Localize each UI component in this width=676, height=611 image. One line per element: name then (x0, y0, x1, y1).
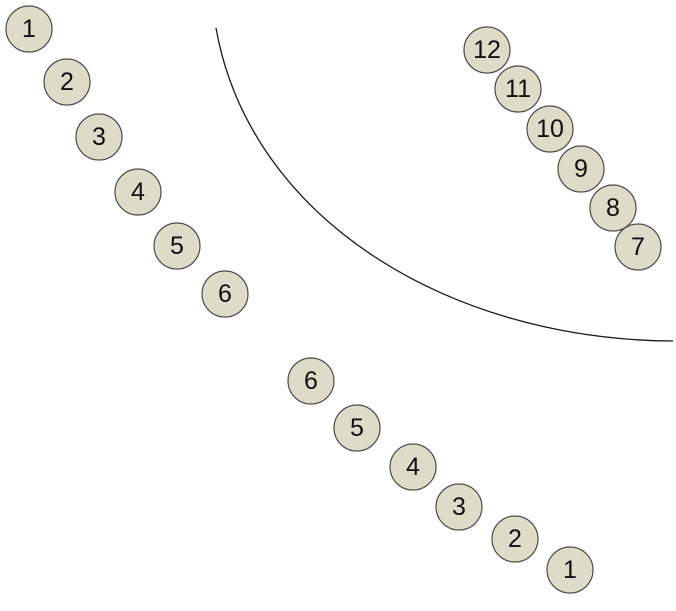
node-label: 5 (170, 232, 184, 260)
node-circle (333, 404, 381, 452)
node-circle (435, 483, 483, 531)
node: 8 (589, 184, 637, 232)
node: 3 (435, 483, 483, 531)
node: 11 (494, 65, 542, 113)
node-label: 6 (304, 367, 318, 395)
node-label: 10 (536, 115, 564, 143)
node-label: 4 (131, 178, 145, 206)
node-circle (589, 184, 637, 232)
node-circle (526, 105, 574, 153)
node-label: 9 (574, 155, 588, 183)
top-right-diagonal-group: 12 11 10 9 8 7 (463, 26, 662, 271)
node-circle (201, 270, 249, 318)
node-label: 7 (631, 233, 645, 261)
node-circle (494, 65, 542, 113)
node-label: 2 (508, 525, 522, 553)
node: 4 (389, 443, 437, 491)
node: 12 (463, 26, 511, 74)
node: 4 (114, 168, 162, 216)
node: 7 (614, 223, 662, 271)
node-circle (463, 26, 511, 74)
node-circle (75, 113, 123, 161)
node-circle (546, 546, 594, 594)
node-label: 12 (473, 36, 501, 64)
node-circle (557, 145, 605, 193)
node: 5 (333, 404, 381, 452)
node-label: 1 (22, 15, 36, 43)
node: 3 (75, 113, 123, 161)
node: 1 (5, 5, 53, 53)
node-label: 2 (60, 68, 74, 96)
node-circle (43, 58, 91, 106)
bottom-diagonal-group: 6 5 4 3 2 1 (287, 357, 594, 594)
node-label: 6 (218, 280, 232, 308)
node-circle (153, 222, 201, 270)
node-label: 1 (563, 556, 577, 584)
node-circle (389, 443, 437, 491)
node-circle (287, 357, 335, 405)
node: 9 (557, 145, 605, 193)
node: 2 (491, 515, 539, 563)
node-label: 5 (350, 414, 364, 442)
node: 10 (526, 105, 574, 153)
node-circle (114, 168, 162, 216)
node: 6 (201, 270, 249, 318)
node-circle (614, 223, 662, 271)
node: 5 (153, 222, 201, 270)
node-label: 3 (452, 493, 466, 521)
node-label: 4 (406, 453, 420, 481)
node-label: 8 (606, 194, 620, 222)
node: 2 (43, 58, 91, 106)
node-label: 3 (92, 123, 106, 151)
node: 6 (287, 357, 335, 405)
node-circle (491, 515, 539, 563)
left-diagonal-group: 1 2 3 4 5 6 (5, 5, 249, 318)
arc-curve (215, 27, 674, 342)
node-label: 11 (505, 75, 531, 103)
node-circle (5, 5, 53, 53)
node: 1 (546, 546, 594, 594)
